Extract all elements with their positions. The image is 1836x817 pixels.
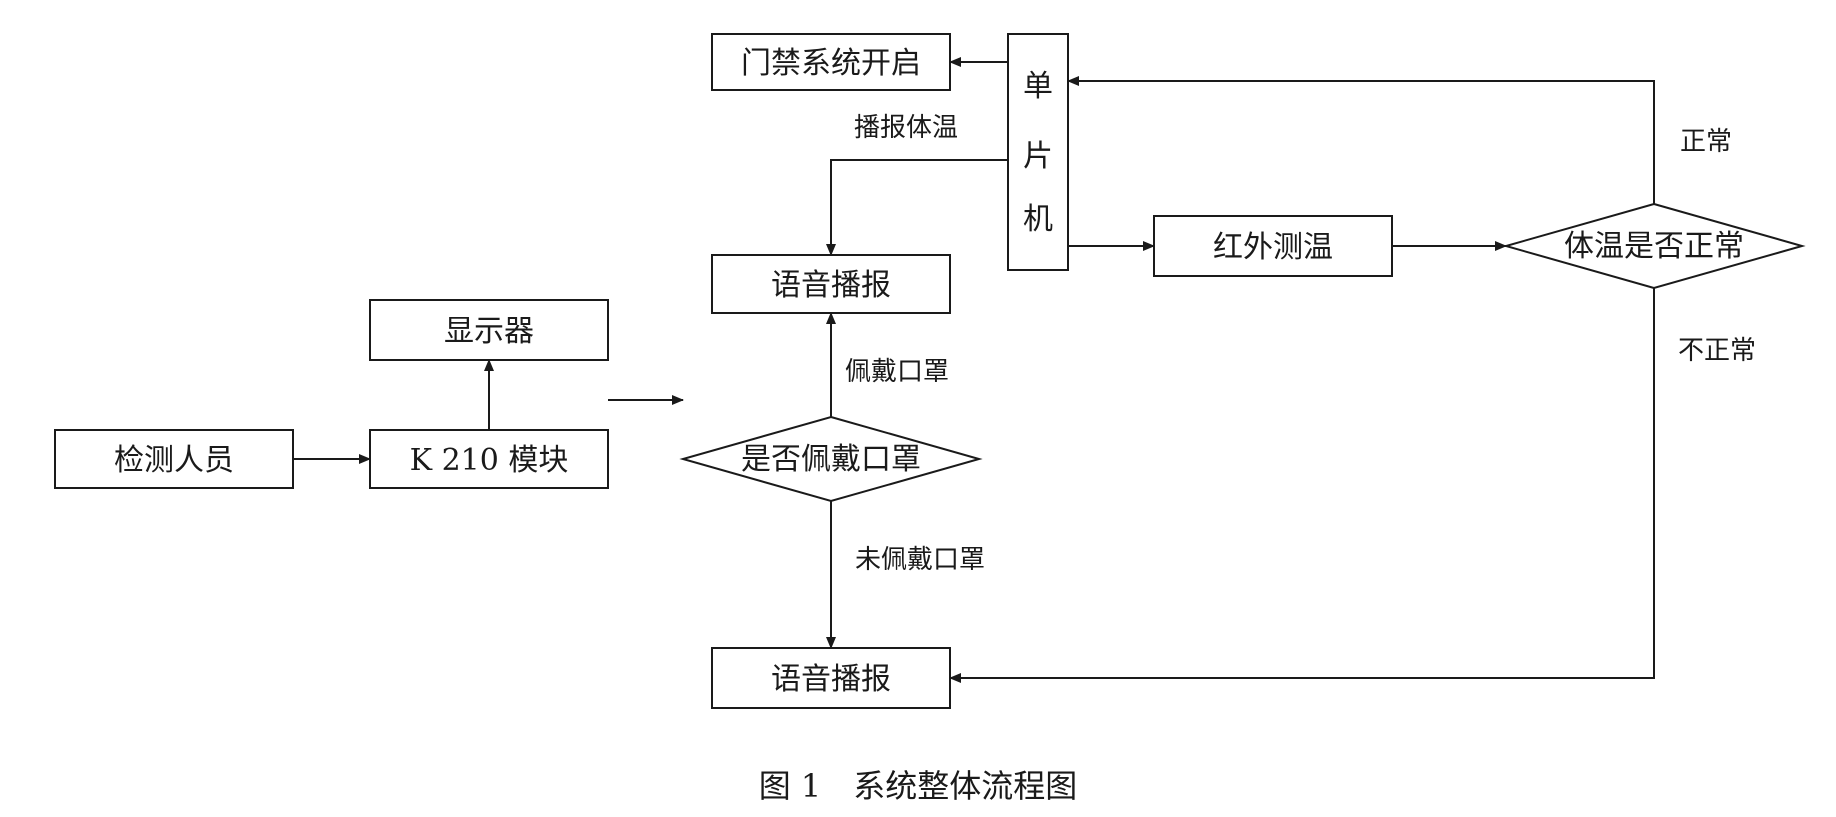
node-voice-top-label: 语音播报 bbox=[771, 268, 891, 303]
node-voice-bottom-label: 语音播报 bbox=[771, 662, 891, 697]
edge-label-broadcast-temp: 播报体温 bbox=[854, 113, 958, 143]
edge-label-normal: 正常 bbox=[1680, 127, 1732, 157]
node-voice-bottom: 语音播报 bbox=[711, 647, 951, 709]
node-mcu: 单 片 机 bbox=[1007, 33, 1069, 271]
node-mcu-label-1: 单 bbox=[1023, 69, 1053, 104]
edge-temp-abnormal-to-voice-bottom bbox=[949, 288, 1655, 683]
node-display-label: 显示器 bbox=[444, 314, 534, 349]
node-mcu-label-3: 机 bbox=[1023, 202, 1053, 237]
edge-mcu-to-voice-top bbox=[826, 159, 1008, 256]
node-mcu-label-2: 片 bbox=[1023, 139, 1053, 174]
node-k210-label: K 210 模块 bbox=[410, 443, 569, 478]
node-infrared-temp-label: 红外测温 bbox=[1213, 230, 1333, 265]
node-k210: K 210 模块 bbox=[369, 429, 609, 489]
edge-temp-normal-to-mcu bbox=[1067, 76, 1655, 204]
node-person-label: 检测人员 bbox=[114, 443, 234, 478]
figure-caption: 图 1 系统整体流程图 bbox=[759, 767, 1078, 805]
edge-label-mask-off: 未佩戴口罩 bbox=[855, 545, 985, 575]
node-mask-decision-label: 是否佩戴口罩 bbox=[741, 442, 921, 477]
node-gate-open-label: 门禁系统开启 bbox=[741, 46, 921, 81]
node-gate-open: 门禁系统开启 bbox=[711, 33, 951, 91]
node-temp-normal-decision: 体温是否正常 bbox=[1502, 202, 1806, 290]
node-temp-normal-decision-label: 体温是否正常 bbox=[1564, 229, 1744, 264]
node-person: 检测人员 bbox=[54, 429, 294, 489]
edge-label-abnormal: 不正常 bbox=[1678, 336, 1756, 366]
node-voice-top: 语音播报 bbox=[711, 254, 951, 314]
node-display: 显示器 bbox=[369, 299, 609, 361]
edge-label-mask-on: 佩戴口罩 bbox=[845, 357, 949, 387]
node-mask-decision: 是否佩戴口罩 bbox=[679, 415, 983, 503]
node-infrared-temp: 红外测温 bbox=[1153, 215, 1393, 277]
